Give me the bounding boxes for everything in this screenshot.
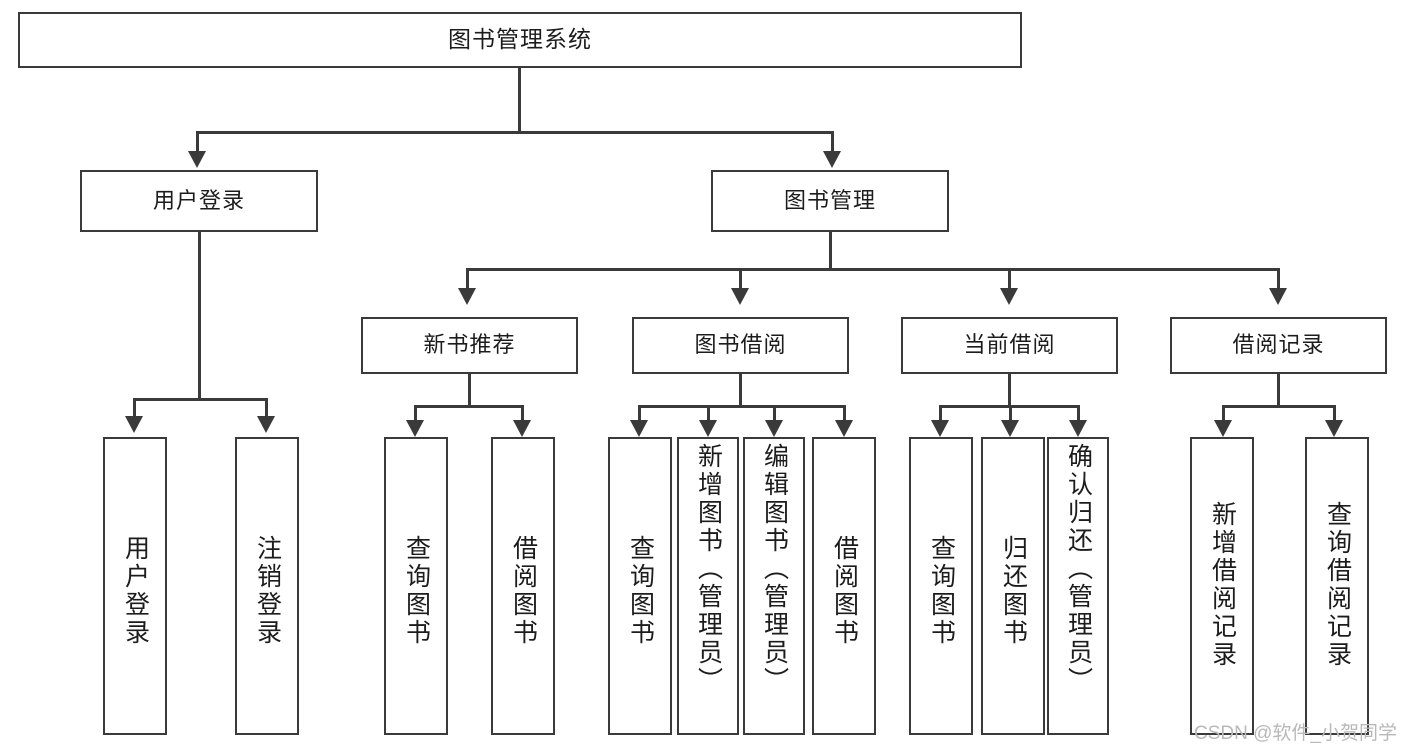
node-root-system[interactable]: 图书管理系统 [18,12,1022,68]
node-book-borrow[interactable]: 图书借阅 [632,317,849,374]
node-label: 图书管理 [783,187,876,213]
leaf-book-borrow-edit-book[interactable]: 编辑图书（管理员） [743,437,805,735]
leaf-new-book-borrow-book[interactable]: 借阅图书 [491,437,555,735]
node-new-book-recommend[interactable]: 新书推荐 [361,317,578,374]
arrowhead-to-book-borrow [731,288,749,305]
connector-borrow-record-stem [1277,374,1280,405]
node-label: 查询图书 [626,535,655,647]
node-label: 查询借阅记录 [1323,501,1352,669]
connector-borrow-record-drop-1 [1222,405,1225,420]
connector-book-manage-drop-4 [1277,268,1280,288]
connector-book-manage-stem [829,232,832,268]
connector-book-borrow-drop-3 [773,405,776,420]
connector-book-manage-bus [466,268,1280,271]
arrowhead-to-new-book [458,288,476,305]
node-label: 借阅图书 [509,535,538,647]
connector-current-borrow-drop-2 [1009,405,1012,420]
connector-user-login-stem [198,232,201,398]
node-current-borrow[interactable]: 当前借阅 [901,317,1118,374]
connector-user-login-drop-1 [133,398,136,416]
connector-root-drop-left [196,131,199,151]
watermark-text: CSDN @软件_小贺同学 [1194,723,1397,744]
leaf-book-borrow-query-book[interactable]: 查询图书 [608,437,672,735]
leaf-current-borrow-query-book[interactable]: 查询图书 [909,437,973,735]
node-label: 借阅记录 [1232,332,1325,358]
leaf-user-login-logout[interactable]: 注销登录 [235,437,299,735]
arrowhead-to-current-borrow [1000,288,1018,305]
node-borrow-record[interactable]: 借阅记录 [1170,317,1387,374]
node-label: 借阅图书 [830,535,859,647]
node-label: 查询图书 [927,535,956,647]
leaf-borrow-record-add-record[interactable]: 新增借阅记录 [1190,437,1254,735]
arrowhead-new-book-leaf-2 [513,420,531,437]
connector-current-borrow-stem [1008,374,1011,405]
arrowhead-to-borrow-record [1269,288,1287,305]
arrowhead-borrow-record-leaf-1 [1214,420,1232,437]
node-label: 查询图书 [402,535,431,647]
arrowhead-book-borrow-leaf-3 [765,420,783,437]
node-label: 新增借阅记录 [1208,501,1237,669]
node-label: 注销登录 [253,535,282,647]
node-label: 新书推荐 [423,332,516,358]
arrowhead-borrow-record-leaf-2 [1325,420,1343,437]
arrowhead-book-borrow-leaf-4 [835,420,853,437]
connector-book-borrow-bus [638,405,846,408]
arrowhead-book-borrow-leaf-1 [630,420,648,437]
node-label: 用户登录 [121,535,150,647]
leaf-current-borrow-confirm-return[interactable]: 确认归还（管理员） [1047,437,1109,735]
connector-current-borrow-drop-1 [939,405,942,420]
connector-borrow-record-drop-2 [1333,405,1336,420]
connector-book-borrow-drop-2 [707,405,710,420]
leaf-new-book-query-book[interactable]: 查询图书 [384,437,448,735]
connector-book-borrow-stem [739,374,742,405]
arrowhead-to-user-login [188,151,206,168]
connector-new-book-drop-1 [414,405,417,420]
node-label: 图书管理系统 [448,26,592,53]
connector-root-bus [196,131,834,134]
node-label: 图书借阅 [694,332,787,358]
leaf-borrow-record-query-record[interactable]: 查询借阅记录 [1305,437,1369,735]
arrowhead-book-borrow-leaf-2 [699,420,717,437]
connector-new-book-bus [414,405,524,408]
leaf-current-borrow-return-book[interactable]: 归还图书 [981,437,1045,735]
leaf-user-login-login[interactable]: 用户登录 [103,437,167,735]
connector-book-manage-drop-2 [739,268,742,288]
arrowhead-user-login-leaf-2 [257,416,275,433]
connector-root-drop-right [831,131,834,151]
node-user-login[interactable]: 用户登录 [80,170,318,232]
connector-book-manage-drop-3 [1008,268,1011,288]
node-book-management[interactable]: 图书管理 [711,170,949,232]
node-label: 归还图书 [999,535,1028,647]
leaf-book-borrow-borrow-book[interactable]: 借阅图书 [812,437,876,735]
node-label: 确认归还（管理员） [1064,443,1093,695]
arrowhead-current-borrow-leaf-3 [1069,420,1087,437]
arrowhead-to-book-manage [823,151,841,168]
node-label: 用户登录 [152,187,245,213]
arrowhead-current-borrow-leaf-1 [931,420,949,437]
connector-book-manage-drop-1 [466,268,469,288]
connector-book-borrow-drop-1 [638,405,641,420]
node-label: 当前借阅 [963,332,1056,358]
arrowhead-current-borrow-leaf-2 [1001,420,1019,437]
node-label: 新增图书（管理员） [694,443,723,695]
connector-current-borrow-drop-3 [1077,405,1080,420]
connector-root-stem [518,68,521,131]
connector-borrow-record-bus [1222,405,1336,408]
arrowhead-user-login-leaf-1 [125,416,143,433]
arrowhead-new-book-leaf-1 [406,420,424,437]
connector-user-login-bus [133,398,268,401]
leaf-book-borrow-add-book[interactable]: 新增图书（管理员） [677,437,739,735]
connector-new-book-drop-2 [521,405,524,420]
connector-book-borrow-drop-4 [843,405,846,420]
connector-user-login-drop-2 [265,398,268,416]
node-label: 编辑图书（管理员） [760,443,789,695]
connector-new-book-stem [468,374,471,405]
